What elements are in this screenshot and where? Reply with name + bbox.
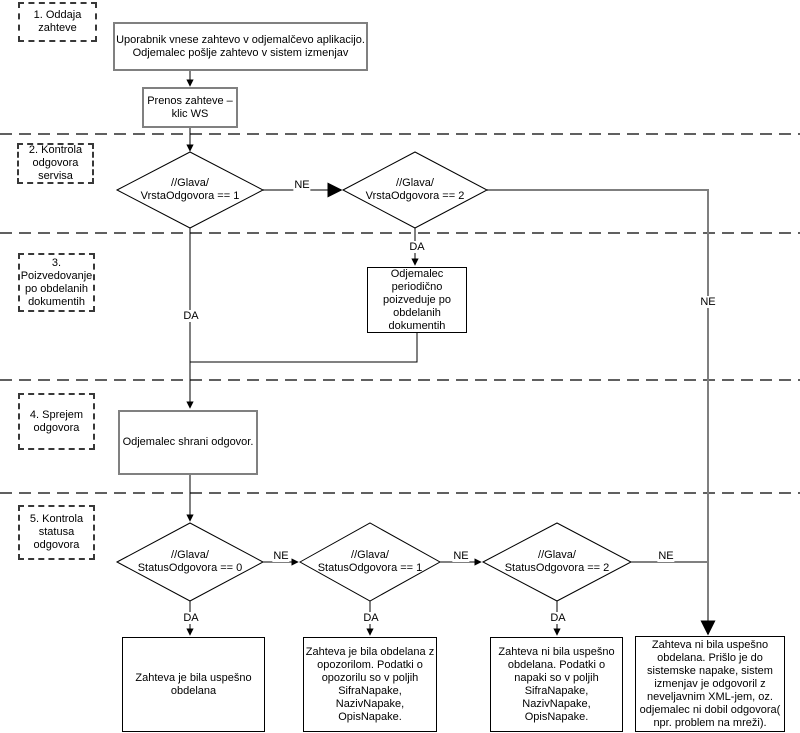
node-transfer-ws: Prenos zahteve – klic WS xyxy=(142,87,238,128)
node-result-error: Zahteva ni bila uspešno obdelana. Podatk… xyxy=(490,637,623,732)
node-result-warning: Zahteva je bila obdelana z opozorilom. P… xyxy=(303,637,437,732)
node-store-response: Odjemalec shrani odgovor. xyxy=(118,410,258,475)
phase-label-3-text: 3. Poizvedovanje po obdelanih dokumentih xyxy=(20,256,93,308)
phase-label-1: 1. Oddaja zahteve xyxy=(18,2,97,42)
edge-label-ne-vrsta1: NE xyxy=(293,179,311,191)
node-periodic-poll-text: Odjemalec periodično poizveduje po obdel… xyxy=(383,267,451,332)
phase-label-3: 3. Poizvedovanje po obdelanih dokumentih xyxy=(18,253,95,312)
phase-label-1-text: 1. Oddaja zahteve xyxy=(33,9,82,34)
edge-label-ne-vrsta2: NE xyxy=(699,296,717,308)
phase-label-2-text: 2. Kontrola odgovora servisa xyxy=(28,144,83,182)
connector-vrsta2-ne-systemerror xyxy=(487,189,716,636)
node-periodic-poll: Odjemalec periodično poizveduje po obdel… xyxy=(367,267,467,333)
phase-label-4: 4. Sprejem odgovora xyxy=(18,393,95,450)
decision-vrsta-2-shape xyxy=(341,151,489,229)
node-user-submit-text: Uporabnik vnese zahtevo v odjemalčevo ap… xyxy=(116,33,365,59)
node-store-response-text: Odjemalec shrani odgovor. xyxy=(122,436,254,448)
node-transfer-ws-text: Prenos zahteve – klic WS xyxy=(147,94,233,120)
connector-poll-to-mainline xyxy=(190,333,418,363)
decision-status-2-shape xyxy=(481,522,633,602)
edge-label-da-vrsta2: DA xyxy=(408,241,426,253)
edge-label-da-status1: DA xyxy=(362,612,380,624)
node-result-error-text: Zahteva ni bila uspešno obdelana. Podatk… xyxy=(498,645,615,723)
node-user-submit: Uporabnik vnese zahtevo v odjemalčevo ap… xyxy=(113,22,368,71)
edge-label-ne-status1: NE xyxy=(452,550,470,562)
phase-label-4-text: 4. Sprejem odgovora xyxy=(29,408,84,434)
node-result-system-error-text: Zahteva ni bila uspešno obdelana. Prišlo… xyxy=(639,638,781,729)
phase-label-2: 2. Kontrola odgovora servisa xyxy=(17,143,94,184)
edge-label-ne-status2: NE xyxy=(657,550,675,562)
node-result-success: Zahteva je bila uspešno obdelana xyxy=(122,637,265,732)
edge-label-da-status0: DA xyxy=(182,612,200,624)
decision-vrsta-1-shape xyxy=(115,151,265,229)
edge-label-ne-status0: NE xyxy=(272,550,290,562)
node-result-system-error: Zahteva ni bila uspešno obdelana. Prišlo… xyxy=(635,636,785,732)
phase-label-5: 5. Kontrola statusa odgovora xyxy=(18,505,95,560)
decision-status-0-shape xyxy=(115,522,265,602)
edge-label-da-vrsta1: DA xyxy=(182,310,200,322)
node-result-success-text: Zahteva je bila uspešno obdelana xyxy=(135,671,252,697)
edge-label-da-status2: DA xyxy=(549,612,567,624)
node-result-warning-text: Zahteva je bila obdelana z opozorilom. P… xyxy=(305,645,435,723)
phase-label-5-text: 5. Kontrola statusa odgovora xyxy=(29,513,84,551)
decision-status-1-shape xyxy=(298,522,442,602)
